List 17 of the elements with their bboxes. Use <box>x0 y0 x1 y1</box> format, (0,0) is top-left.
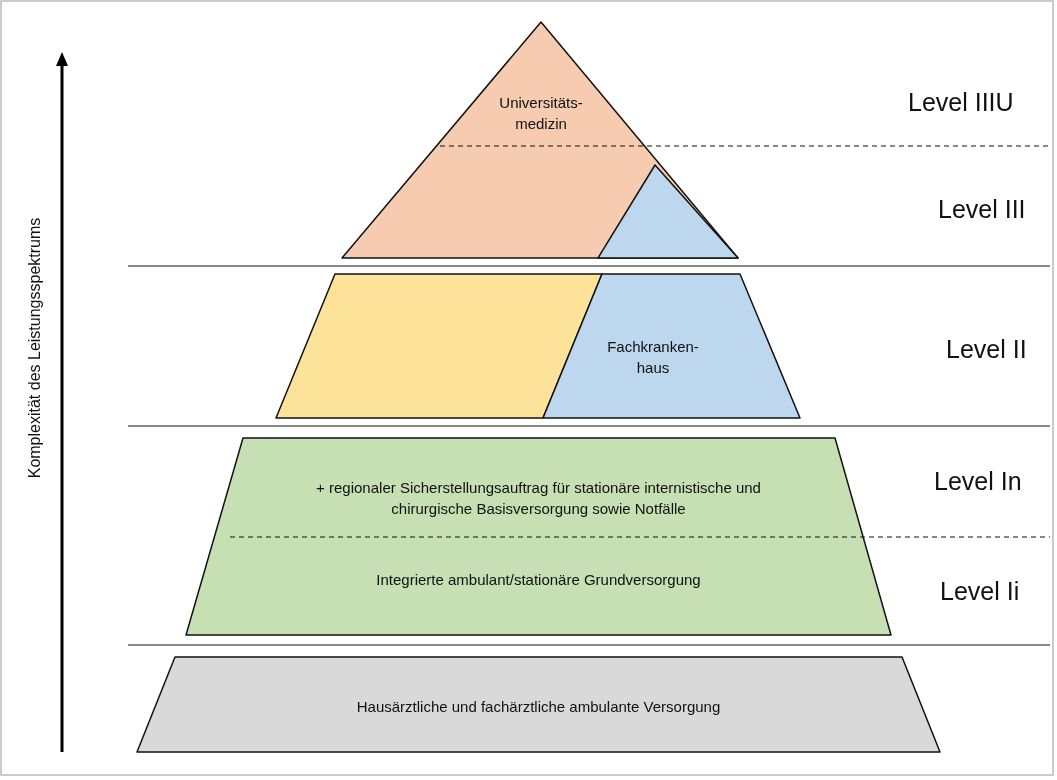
tier-label: Fachkranken- haus <box>606 337 700 378</box>
tier-label: Universitäts- medizin <box>498 93 584 134</box>
level-label: Level In <box>934 467 1022 496</box>
pyramid-tier <box>276 274 602 418</box>
level-label: Level Ii <box>940 577 1020 606</box>
pyramid-tier <box>598 165 738 258</box>
pyramid-tier <box>543 274 800 418</box>
axis-label: Komplexität des Leistungsspektrums <box>26 217 44 479</box>
tier-label: Integrierte ambulant/stationäre Grundversorgung <box>375 570 702 590</box>
tier-label: + regionaler Sicherstellungsauftrag für stationäre internistische und chirurgische Basisversorgung sowie Notfälle <box>315 478 762 519</box>
level-label: Level III <box>938 195 1026 224</box>
pyramid-tier <box>137 657 940 752</box>
level-label: Level IIIU <box>908 88 1014 117</box>
level-label: Level II <box>946 335 1027 364</box>
pyramid-tier <box>342 22 738 258</box>
pyramid-tier <box>186 438 891 635</box>
tier-label: Hausärztliche und fachärztliche ambulante Versorgung <box>355 697 722 717</box>
